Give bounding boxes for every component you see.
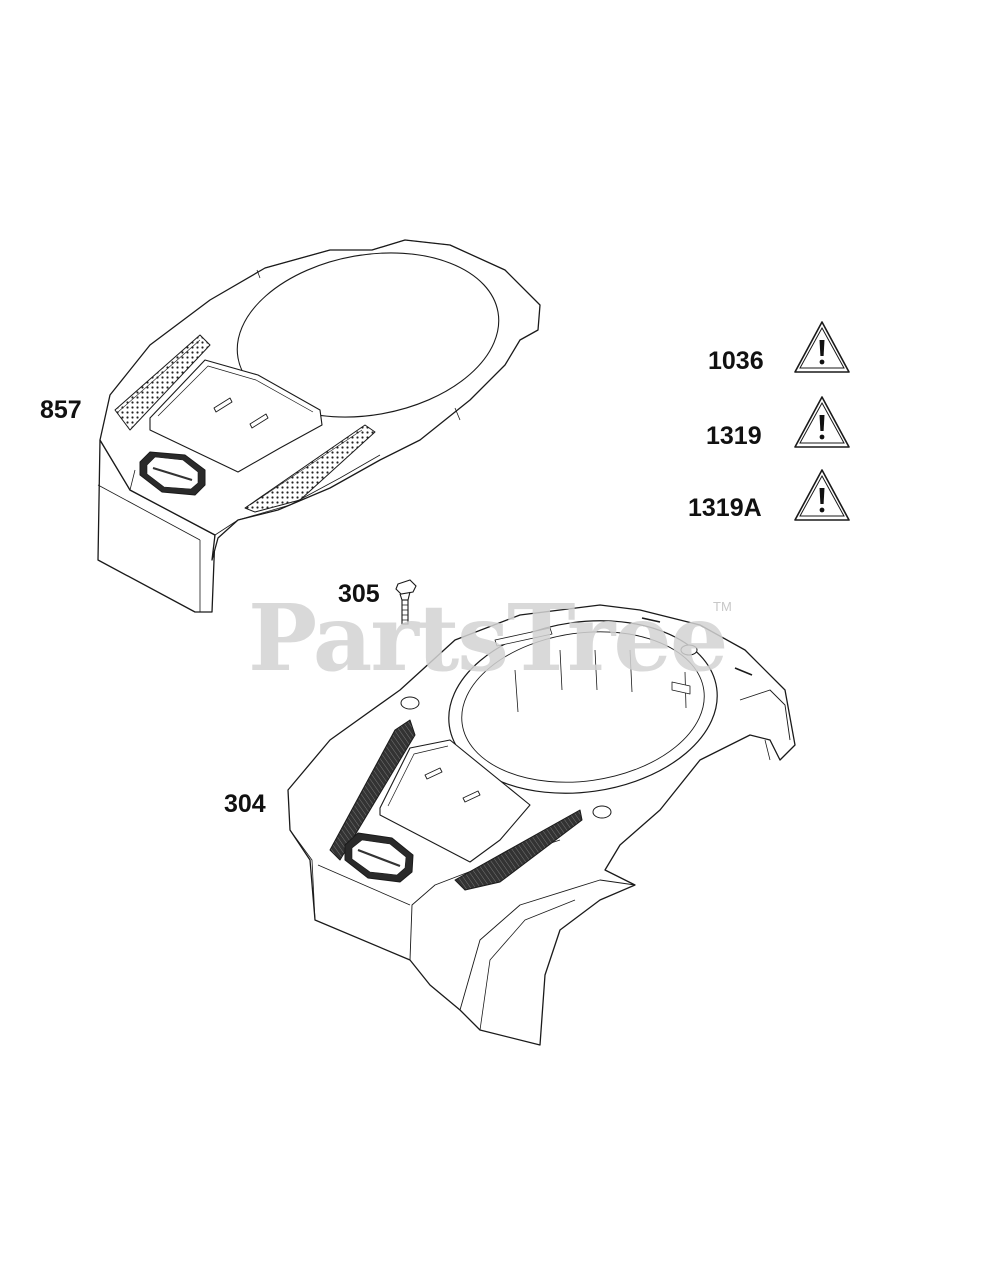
callout-1319: 1319 — [706, 422, 762, 450]
callout-1036: 1036 — [708, 347, 764, 375]
callout-857: 857 — [40, 396, 82, 424]
cover-857-drawing — [97, 239, 541, 613]
callout-304: 304 — [224, 790, 266, 818]
callout-1319a: 1319A — [688, 494, 762, 522]
housing-304-drawing — [287, 604, 796, 1046]
callout-305: 305 — [338, 580, 380, 608]
warning-triangle-icon — [794, 469, 850, 521]
bolt-305-drawing — [395, 579, 417, 625]
brand-diamond-logo — [139, 451, 206, 496]
warning-triangle-icon — [794, 321, 850, 373]
watermark-trademark: TM — [713, 599, 732, 614]
brand-diamond-logo — [344, 832, 414, 883]
watermark-text: PartsTree — [248, 584, 728, 692]
warning-triangle-icon — [794, 396, 850, 448]
